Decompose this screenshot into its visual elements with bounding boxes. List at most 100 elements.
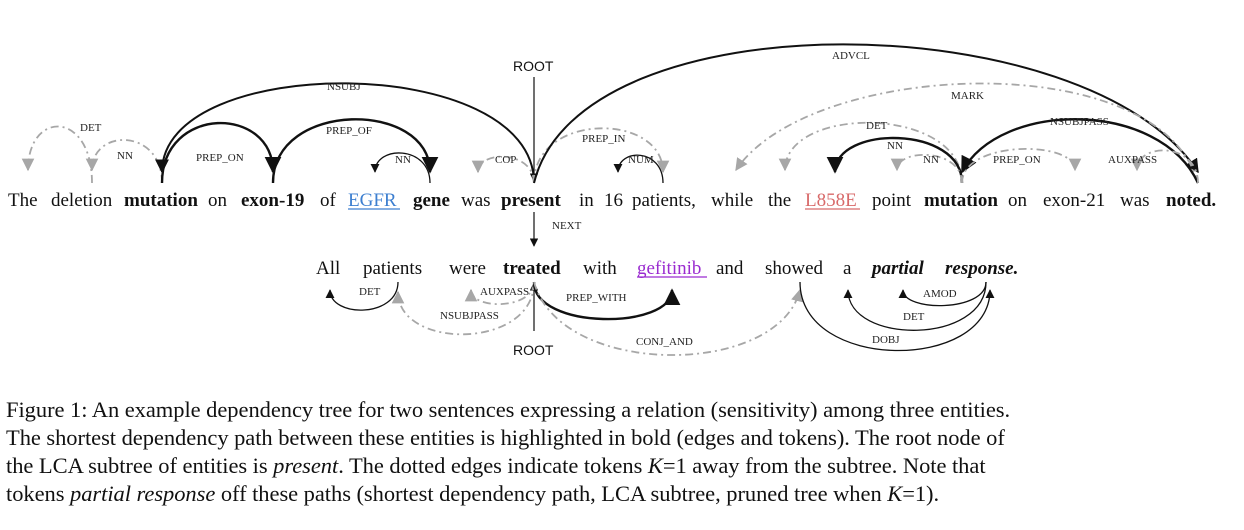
edge-label-auxpass-1: AUXPASS xyxy=(1108,154,1157,166)
caption-text: tokens xyxy=(6,481,71,506)
token-point: point xyxy=(872,190,912,211)
edge-nn-deletion xyxy=(85,139,163,184)
token-was: was xyxy=(461,190,491,211)
token-and: and xyxy=(716,258,744,279)
edges-top: DET NN PREP_ON PREP_OF NN NSUBJ COP PREP… xyxy=(21,43,1200,184)
token-deletion: deletion xyxy=(51,190,113,211)
edge-det-the-2 xyxy=(778,121,963,184)
token-patients-comma: patients, xyxy=(632,190,696,211)
edge-label-amod: AMOD xyxy=(923,288,957,300)
token-the: The xyxy=(8,190,38,211)
edge-label-prep-in: PREP_IN xyxy=(582,133,625,145)
sentence-2: All patients were treated with gefitinib… xyxy=(316,258,1018,279)
edge-label-nsubj: NSUBJ xyxy=(327,81,361,93)
edge-label-num: NUM xyxy=(628,154,654,166)
token-on: on xyxy=(208,190,228,211)
token-present: present xyxy=(501,190,561,211)
edge-label-det-2: DET xyxy=(866,120,888,132)
token-treated: treated xyxy=(503,258,561,279)
token-were: were xyxy=(449,258,486,279)
edge-nsubjpass-mutation xyxy=(960,118,1200,184)
caption-text: . The dotted edges indicate tokens xyxy=(338,453,648,478)
token-l858e: L858E xyxy=(805,190,857,211)
caption-text: =1). xyxy=(902,481,940,506)
edge-label-nn-1: NN xyxy=(117,150,133,162)
dependency-tree-diagram: The deletion mutation on exon-19 of EGFR… xyxy=(8,43,1216,358)
edge-label-dobj: DOBJ xyxy=(872,334,900,346)
edge-label-nn-4: NN xyxy=(923,154,939,166)
token-gefitinib: gefitinib xyxy=(637,258,701,279)
token-noted: noted. xyxy=(1166,190,1216,211)
edge-nsubjpass-patients xyxy=(391,281,535,336)
token-was-2: was xyxy=(1120,190,1150,211)
token-showed: showed xyxy=(765,258,824,279)
edge-label-det-4: DET xyxy=(903,311,925,323)
root-label-top: ROOT xyxy=(513,58,554,74)
edge-label-prep-of: PREP_OF xyxy=(326,125,372,137)
edge-prep-on-exon21 xyxy=(961,148,1082,184)
sentence-1: The deletion mutation on exon-19 of EGFR… xyxy=(8,190,1216,211)
token-mutation-2: mutation xyxy=(924,190,998,211)
caption-line-3: the LCA subtree of entities is present. … xyxy=(6,452,1238,480)
figure-caption: Figure 1: An example dependency tree for… xyxy=(6,396,1238,508)
caption-text: the LCA subtree of entities is xyxy=(6,453,274,478)
token-response: response. xyxy=(945,258,1018,279)
edge-nsubj-mutation xyxy=(155,82,535,184)
token-while: while xyxy=(711,190,753,211)
edge-label-auxpass-2: AUXPASS xyxy=(480,286,529,298)
caption-line-4: tokens partial response off these paths … xyxy=(6,480,1238,508)
edge-label-det-1: DET xyxy=(80,122,102,134)
token-in: in xyxy=(579,190,594,211)
caption-line-1: Figure 1: An example dependency tree for… xyxy=(6,397,1011,422)
caption-line-2: The shortest dependency path between the… xyxy=(6,425,1005,450)
token-mutation: mutation xyxy=(124,190,198,211)
edge-label-advcl: ADVCL xyxy=(832,50,870,62)
edge-label-conj-and: CONJ_AND xyxy=(636,336,693,348)
edge-prep-with-gefitinib xyxy=(532,281,681,321)
caption-variable-k: K xyxy=(887,481,903,506)
edge-label-mark: MARK xyxy=(951,90,984,102)
edge-label-nsubjpass-1: NSUBJPASS xyxy=(1050,116,1109,128)
caption-emphasis: present xyxy=(273,453,339,478)
token-with: with xyxy=(583,258,617,279)
token-on-2: on xyxy=(1008,190,1028,211)
edge-nn-egfr xyxy=(370,152,431,184)
token-exon-21: exon-21 xyxy=(1043,190,1105,211)
edge-label-det-3: DET xyxy=(359,286,381,298)
token-partial: partial xyxy=(870,258,924,279)
token-of: of xyxy=(320,190,337,211)
edge-label-nn-2: NN xyxy=(395,154,411,166)
edge-nn-point xyxy=(890,153,963,184)
edge-label-cop: COP xyxy=(495,154,516,166)
edge-label-nn-3: NN xyxy=(887,140,903,152)
edge-amod-partial xyxy=(898,281,987,307)
edge-mark-while xyxy=(735,82,1199,184)
edge-prep-of-gene xyxy=(271,118,439,184)
caption-text: =1 away from the subtree. Note that xyxy=(662,453,986,478)
edge-dobj-response xyxy=(799,281,995,352)
edge-label-prep-with: PREP_WITH xyxy=(566,292,627,304)
next-label: NEXT xyxy=(552,220,582,232)
edges-bottom: DET AUXPASS NSUBJPASS PREP_WITH CONJ_AND… xyxy=(325,281,995,356)
caption-variable-k: K xyxy=(647,453,663,478)
root-markers: ROOT NEXT ROOT xyxy=(513,58,582,358)
edge-prep-on-exon19 xyxy=(160,121,282,184)
token-the-2: the xyxy=(768,190,791,211)
caption-emphasis: partial response xyxy=(70,481,216,506)
edge-label-nsubjpass-2: NSUBJPASS xyxy=(440,310,499,322)
edge-prep-in-patients xyxy=(533,127,670,184)
edge-auxpass-were xyxy=(464,281,535,306)
token-gene: gene xyxy=(413,190,450,211)
token-egfr: EGFR xyxy=(348,190,397,211)
token-patients: patients xyxy=(363,258,422,279)
token-a: a xyxy=(843,258,852,279)
token-all: All xyxy=(316,258,340,279)
edge-label-prep-on-2: PREP_ON xyxy=(993,154,1041,166)
token-16: 16 xyxy=(604,190,623,211)
root-label-bottom: ROOT xyxy=(513,342,554,358)
edge-cop-was xyxy=(471,155,535,184)
edge-auxpass-was xyxy=(1130,149,1199,184)
edge-advcl-noted xyxy=(533,43,1199,184)
edge-det-a xyxy=(843,281,987,331)
edge-num-16 xyxy=(613,154,664,184)
